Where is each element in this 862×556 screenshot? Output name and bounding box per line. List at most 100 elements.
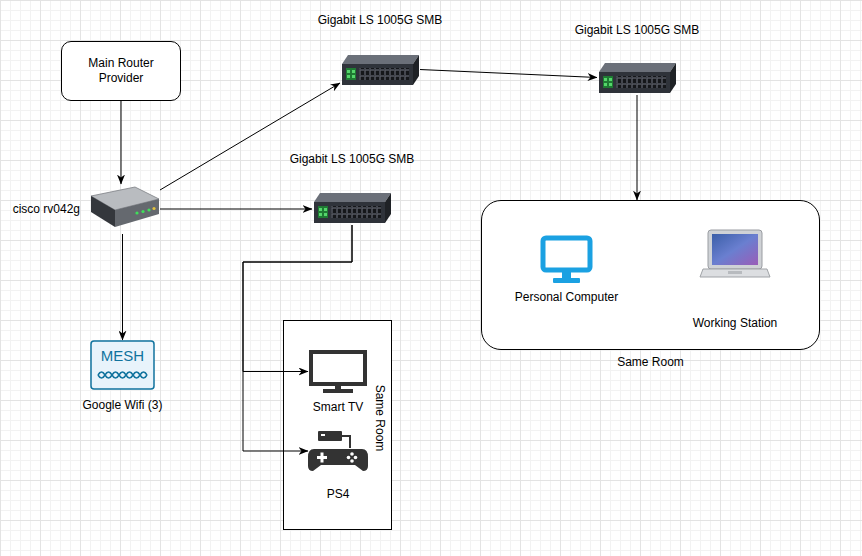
connector	[637, 95, 638, 200]
icon-shape	[609, 78, 612, 81]
icon-shape	[321, 453, 324, 463]
icon-shape	[314, 193, 391, 202]
room-box: Same RoomPersonal ComputerWorking Statio…	[481, 200, 820, 350]
room-ground	[481, 200, 820, 350]
icon-shape	[314, 202, 385, 223]
icon-shape	[135, 211, 138, 214]
icon-shape	[350, 459, 354, 463]
laptop-icon	[700, 229, 770, 281]
connector	[243, 225, 352, 372]
router-node: cisco rv042g	[85, 184, 160, 234]
icon-shape	[413, 55, 419, 85]
icon-shape	[385, 193, 391, 223]
icon-shape	[342, 55, 419, 64]
device-label: cisco rv042g	[13, 202, 80, 217]
icon-shape	[319, 208, 322, 211]
device-label: Gigabit LS 1005G SMB	[575, 23, 700, 38]
icon-shape	[616, 76, 666, 88]
room-label: Same Room	[372, 385, 387, 452]
icon-shape	[352, 75, 355, 78]
device-label: Google Wifi (3)	[82, 398, 162, 413]
icon-shape	[321, 434, 325, 436]
icon-shape	[152, 207, 155, 210]
icon-shape	[91, 341, 154, 389]
tv-node: Smart TV	[308, 349, 368, 394]
icon-shape	[318, 431, 342, 441]
switch-node: Gigabit LS 1005G SMB	[597, 60, 677, 95]
connector	[160, 209, 312, 210]
tv-icon	[308, 349, 368, 394]
router-icon	[85, 184, 160, 234]
room-ground	[283, 320, 392, 530]
icon-text: MESH	[90, 347, 155, 366]
icon-shape	[359, 68, 409, 80]
icon-shape	[91, 196, 115, 227]
icon-shape	[324, 213, 327, 216]
icon-shape	[331, 206, 381, 218]
icon-shape	[342, 436, 350, 448]
icon-shape	[147, 208, 150, 211]
icon-shape	[599, 72, 670, 93]
icon-shape	[115, 199, 159, 227]
room-label: Same Room	[617, 355, 684, 370]
icon-shape	[98, 372, 147, 378]
node-label: Main Router Provider	[62, 56, 180, 86]
device-label: Personal Computer	[515, 290, 618, 305]
icon-shape	[141, 210, 144, 213]
icon-shape	[609, 83, 612, 86]
console-node: PS4	[308, 429, 368, 473]
icon-shape	[346, 68, 356, 80]
device-label: Gigabit LS 1005G SMB	[290, 152, 415, 167]
mesh-node: MESHGoogle Wifi (3)	[90, 340, 155, 390]
connector	[420, 70, 597, 78]
icon-shape	[347, 456, 351, 460]
icon-shape	[347, 75, 350, 78]
switch-node: Gigabit LS 1005G SMB	[340, 52, 420, 87]
room-box: Same Room Smart TV PS4	[283, 320, 392, 530]
icon-shape	[350, 452, 354, 456]
switch-node: Gigabit LS 1005G SMB	[312, 190, 392, 225]
icon-shape	[543, 238, 590, 270]
icon-shape	[708, 230, 762, 269]
connector	[243, 225, 352, 451]
icon-shape	[323, 389, 353, 393]
device-label: PS4	[327, 487, 350, 502]
icon-shape	[347, 70, 350, 73]
icon-shape	[324, 208, 327, 211]
icon-shape	[700, 269, 770, 277]
device-label: Gigabit LS 1005G SMB	[318, 13, 443, 28]
computer-icon	[539, 235, 594, 285]
icon-shape	[283, 200, 820, 530]
connector	[122, 234, 123, 340]
icon-shape	[712, 234, 758, 265]
icon-shape	[603, 76, 613, 88]
icon-shape	[98, 372, 147, 378]
connector	[121, 101, 122, 184]
icon-shape	[562, 272, 571, 279]
icon-shape	[599, 63, 676, 72]
icon-shape	[604, 83, 607, 86]
device-label: Working Station	[693, 316, 778, 331]
device-label: Smart TV	[313, 400, 363, 415]
icon-shape	[318, 206, 328, 218]
switch-icon	[340, 52, 420, 87]
switch-icon	[312, 190, 392, 225]
router-box: Main Router Provider	[61, 41, 181, 101]
icon-shape	[728, 271, 742, 274]
connector	[160, 83, 340, 190]
laptop-node: Working Station	[700, 229, 770, 281]
icon-shape	[604, 78, 607, 81]
icon-shape	[308, 449, 368, 471]
icon-shape	[342, 64, 413, 85]
icon-shape	[319, 213, 322, 216]
icon-shape	[352, 70, 355, 73]
icon-shape	[670, 63, 676, 93]
icon-shape	[354, 456, 358, 460]
computer-node: Personal Computer	[539, 235, 594, 285]
icon-shape	[311, 352, 365, 384]
icon-shape	[121, 70, 637, 452]
icon-shape	[553, 278, 580, 283]
console-icon	[308, 429, 368, 473]
switch-icon	[597, 60, 677, 95]
